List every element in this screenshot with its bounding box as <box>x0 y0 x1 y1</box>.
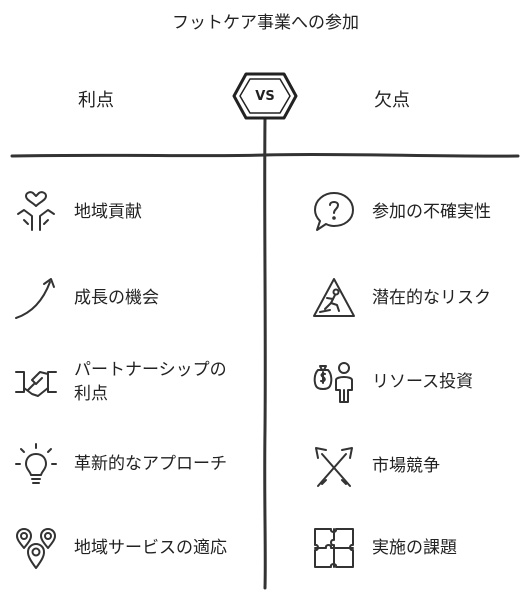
pro-item-4: 革新的なアプローチ <box>14 442 234 486</box>
lightbulb-icon <box>14 442 58 486</box>
vs-badge: VS <box>232 70 298 122</box>
con-item-3: リソース投資 <box>312 360 531 404</box>
con-item-2: 潜在的なリスク <box>312 276 531 320</box>
pro-item-1: 地域貢献 <box>14 190 234 234</box>
pro-item-label: 成長の機会 <box>74 288 159 308</box>
con-item-label: リソース投資 <box>372 372 474 392</box>
cons-heading: 欠点 <box>374 90 410 111</box>
pro-item-3: パートナーシップの利点 <box>14 358 234 406</box>
pro-item-label: 地域サービスの適応 <box>74 538 227 558</box>
pros-heading: 利点 <box>78 90 114 111</box>
con-item-5: 実施の課題 <box>312 526 531 570</box>
pro-item-label: 革新的なアプローチ <box>74 454 227 474</box>
hands-heart-icon <box>14 190 58 234</box>
growth-arrow-icon <box>14 276 58 320</box>
con-item-label: 潜在的なリスク <box>372 288 491 308</box>
con-item-label: 参加の不確実性 <box>372 202 491 222</box>
con-item-4: 市場競争 <box>312 444 531 488</box>
handshake-icon <box>14 360 58 404</box>
pro-item-5: 地域サービスの適応 <box>14 526 234 570</box>
con-item-1: 参加の不確実性 <box>312 190 531 234</box>
pro-item-2: 成長の機会 <box>14 276 234 320</box>
question-bubble-icon <box>312 190 356 234</box>
pro-item-label: 地域貢献 <box>74 202 142 222</box>
map-pins-icon <box>14 526 58 570</box>
crossed-arrows-icon <box>312 444 356 488</box>
con-item-label: 市場競争 <box>372 456 440 476</box>
con-item-label: 実施の課題 <box>372 538 457 558</box>
page-title: フットケア事業への参加 <box>172 13 359 33</box>
warning-sign-icon <box>312 276 356 320</box>
vs-label: VS <box>255 88 275 104</box>
money-person-icon <box>312 360 356 404</box>
pro-item-label: パートナーシップの利点 <box>74 360 227 404</box>
puzzle-icon <box>312 526 356 570</box>
